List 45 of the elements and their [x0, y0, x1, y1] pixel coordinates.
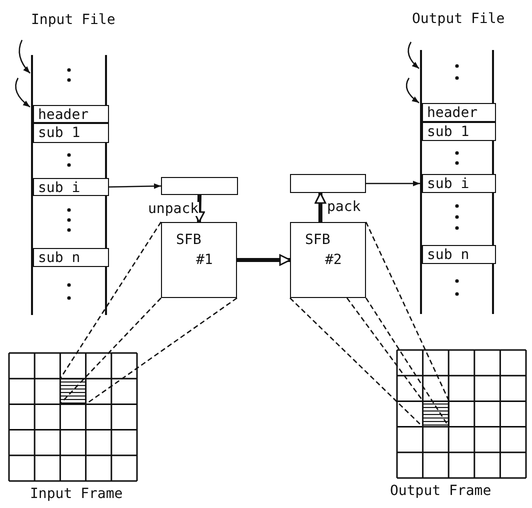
record-label: sub i [38, 181, 80, 195]
projection-line [86, 297, 238, 405]
hatched-block [60, 379, 86, 404]
sfb-box [290, 222, 366, 298]
record-cell [422, 122, 496, 141]
record-label: header [427, 106, 478, 120]
buffer-box [290, 174, 366, 193]
record-label: sub 1 [427, 125, 470, 139]
record-cell [422, 103, 496, 122]
record-label: header [38, 108, 89, 122]
sfb-label: SFB [305, 233, 330, 247]
record-cell [33, 123, 109, 143]
projection-line [365, 222, 450, 402]
record-cell [33, 178, 109, 196]
projection-line [346, 298, 424, 402]
arrow [366, 180, 420, 186]
sfb-label: SFB [176, 233, 202, 247]
sfb-label: #2 [325, 253, 342, 267]
buffer-box [161, 177, 238, 195]
arrow [15, 78, 30, 108]
record-cell [422, 174, 496, 193]
record-label: sub i [427, 177, 470, 191]
hatched-block [423, 401, 449, 427]
heading: Output File [412, 12, 505, 26]
record-label: sub n [38, 251, 80, 265]
edge-label: unpack [148, 202, 199, 216]
sfb-label: #1 [196, 253, 213, 267]
arrow [193, 194, 205, 223]
record-cell [33, 248, 109, 267]
heading: Output Frame [390, 484, 492, 498]
record-cell [33, 105, 109, 123]
heading: Input Frame [30, 487, 123, 501]
arrow [406, 78, 420, 104]
projection-line [59, 222, 162, 380]
heading: Input File [31, 13, 116, 27]
record-label: sub 1 [38, 126, 80, 140]
arrow [408, 42, 420, 69]
edge-label: pack [327, 200, 361, 214]
record-cell [422, 245, 496, 264]
arrow [18, 40, 30, 74]
record-label: sub n [427, 248, 470, 262]
arrow [237, 254, 291, 266]
projection-line [60, 298, 162, 404]
sfb-box [161, 222, 237, 298]
arrow [314, 192, 326, 222]
